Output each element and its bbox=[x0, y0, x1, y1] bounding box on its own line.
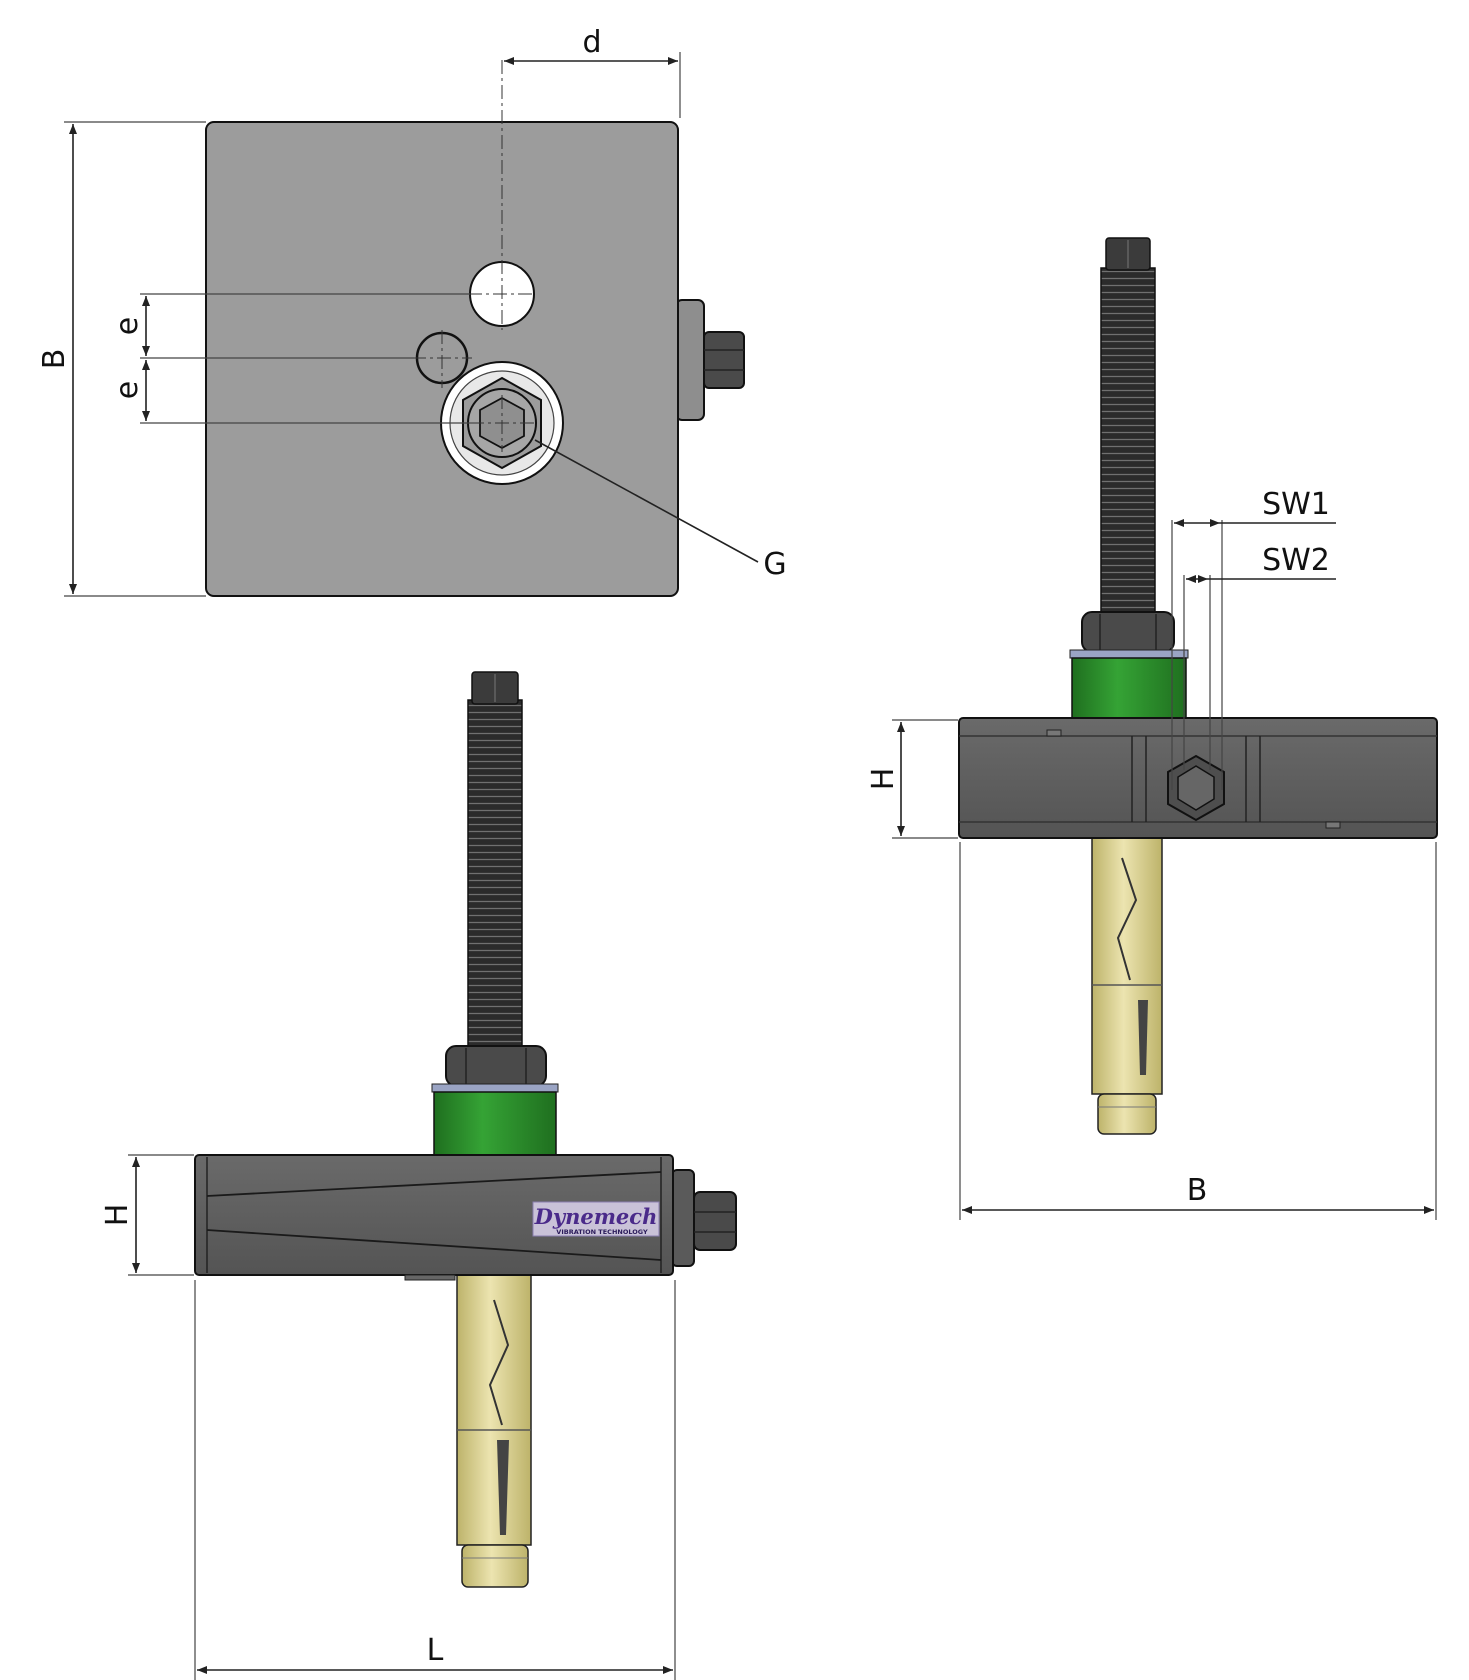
label-L: L bbox=[427, 1633, 444, 1668]
anchor-tip-front bbox=[461, 1544, 529, 1588]
label-G: G bbox=[763, 547, 786, 582]
label-H-front: H bbox=[100, 1204, 135, 1227]
label-B-right: B bbox=[1187, 1173, 1208, 1208]
anchor-sleeve-front bbox=[456, 1274, 532, 1546]
label-H-right: H bbox=[866, 768, 901, 791]
elastomer-pad-front bbox=[433, 1091, 557, 1157]
label-d: d bbox=[582, 25, 601, 60]
label-e-upper: e bbox=[110, 317, 145, 335]
front-view: Dynemech VIBRATION TECHNOLOGY H L bbox=[100, 671, 737, 1680]
side-view-right: SW1 SW2 H B bbox=[866, 237, 1438, 1220]
washer-front bbox=[431, 1083, 559, 1093]
dynemech-logo: Dynemech VIBRATION TECHNOLOGY bbox=[532, 1201, 660, 1237]
lock-nut-right bbox=[1081, 611, 1175, 653]
label-SW1: SW1 bbox=[1262, 487, 1330, 522]
logo-brand: Dynemech bbox=[534, 1204, 658, 1229]
threaded-rod-front bbox=[467, 699, 523, 1051]
elastomer-pad-right bbox=[1071, 657, 1187, 721]
label-e-lower: e bbox=[110, 381, 145, 399]
adjusting-bolt-head bbox=[693, 1191, 737, 1251]
top-side-bolt bbox=[703, 331, 745, 389]
lock-nut-front bbox=[445, 1045, 547, 1087]
threaded-rod-right bbox=[1100, 267, 1156, 617]
label-SW2: SW2 bbox=[1262, 543, 1330, 578]
top-side-block bbox=[675, 299, 705, 421]
top-view: d B e e G bbox=[37, 25, 787, 597]
adjusting-bolt-collar bbox=[671, 1169, 695, 1267]
washer-right bbox=[1069, 649, 1189, 659]
label-B-top: B bbox=[37, 349, 72, 370]
logo-tagline: VIBRATION TECHNOLOGY bbox=[556, 1228, 648, 1236]
anchor-tip-right bbox=[1097, 1093, 1157, 1135]
